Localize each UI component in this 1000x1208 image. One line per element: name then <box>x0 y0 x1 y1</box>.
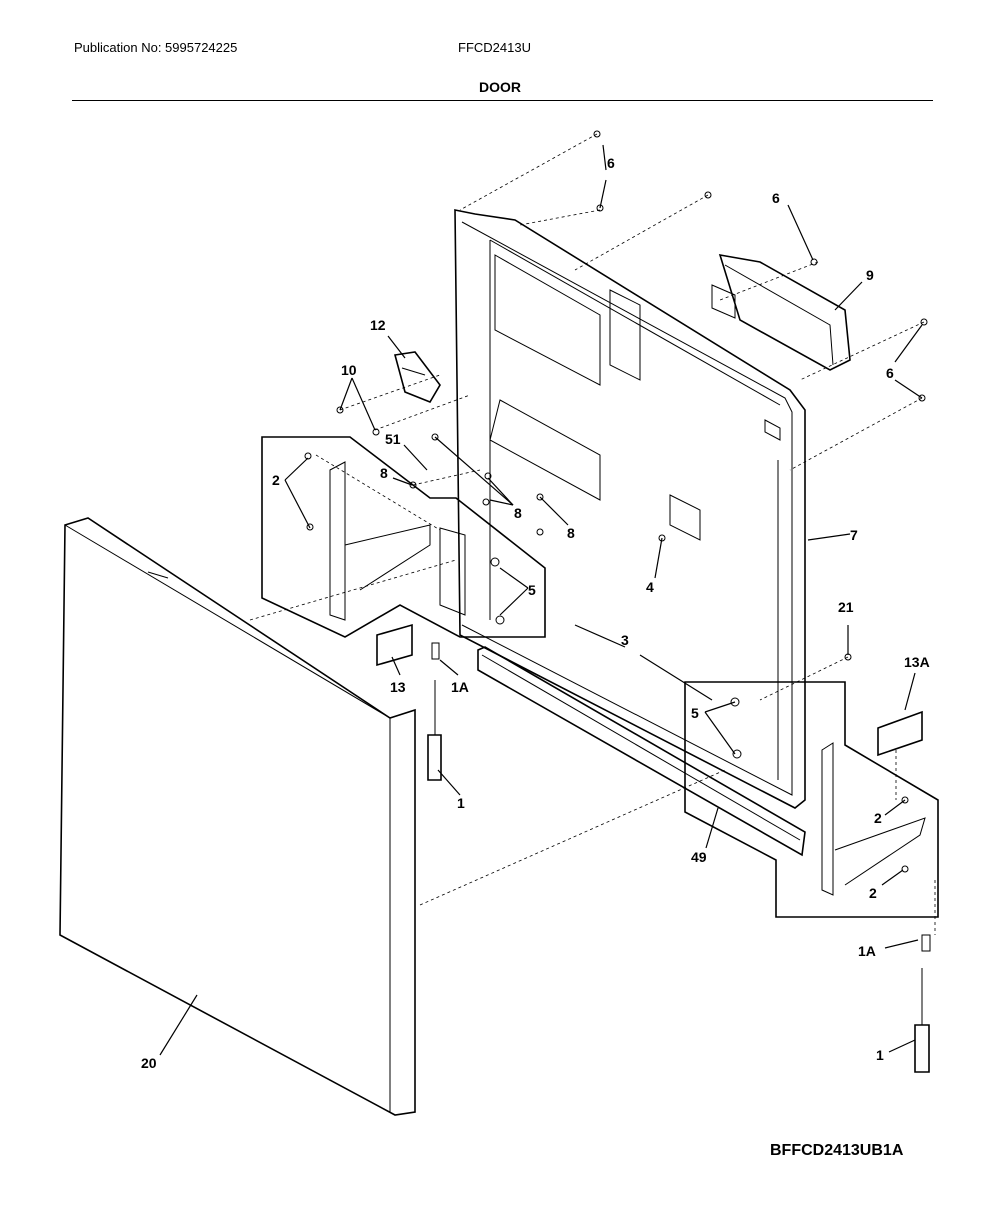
callout-1-right: 1 <box>876 1047 884 1063</box>
callout-8-left: 8 <box>380 465 388 481</box>
diagram-reference-code: BFFCD2413UB1A <box>770 1142 904 1159</box>
callout-1-left: 1 <box>457 795 465 811</box>
callout-9: 9 <box>866 267 874 283</box>
left-spring-hook <box>431 642 440 660</box>
callout-13: 13 <box>390 679 406 695</box>
callout-6-right: 6 <box>772 190 780 206</box>
callout-51: 51 <box>385 431 401 447</box>
header-divider <box>72 100 933 101</box>
control-panel <box>711 253 851 371</box>
callout-2-left: 2 <box>272 472 280 488</box>
callout-1a-right: 1A <box>858 943 876 959</box>
callout-6-far-right: 6 <box>886 365 894 381</box>
callout-20: 20 <box>141 1055 157 1071</box>
right-spring-hook <box>921 934 931 952</box>
left-hinge-assembly <box>261 436 546 638</box>
callout-leaders <box>159 144 923 1056</box>
callout-13a: 13A <box>904 654 930 670</box>
callout-4: 4 <box>646 579 654 595</box>
right-spring <box>914 968 930 1073</box>
callout-2-right-top: 2 <box>874 810 882 826</box>
callout-8-middle: 8 <box>514 505 522 521</box>
left-counterweight <box>376 623 413 667</box>
callout-8-right: 8 <box>567 525 575 541</box>
callout-7: 7 <box>850 527 858 543</box>
callout-5-left: 5 <box>528 582 536 598</box>
callout-5-right: 5 <box>691 705 699 721</box>
callout-49: 49 <box>691 849 707 865</box>
left-spring <box>427 680 442 781</box>
callout-10: 10 <box>341 362 357 378</box>
page-title: DOOR <box>479 79 521 95</box>
callout-21: 21 <box>838 599 854 615</box>
callout-2-right-bottom: 2 <box>869 885 877 901</box>
right-counterweight <box>877 710 923 757</box>
fasteners <box>304 130 928 873</box>
assembly-guide-lines <box>249 133 936 935</box>
outer-door-panel <box>59 517 416 1116</box>
callout-6-top: 6 <box>607 155 615 171</box>
inner-door-liner <box>454 209 806 809</box>
door-rail <box>477 646 806 857</box>
callout-1a-left: 1A <box>451 679 469 695</box>
model-number: FFCD2413U <box>458 40 531 55</box>
right-hinge-assembly <box>684 681 939 918</box>
callout-12: 12 <box>370 317 386 333</box>
door-latch <box>393 351 441 403</box>
callout-3: 3 <box>621 632 629 648</box>
publication-number: Publication No: 5995724225 <box>74 40 238 55</box>
